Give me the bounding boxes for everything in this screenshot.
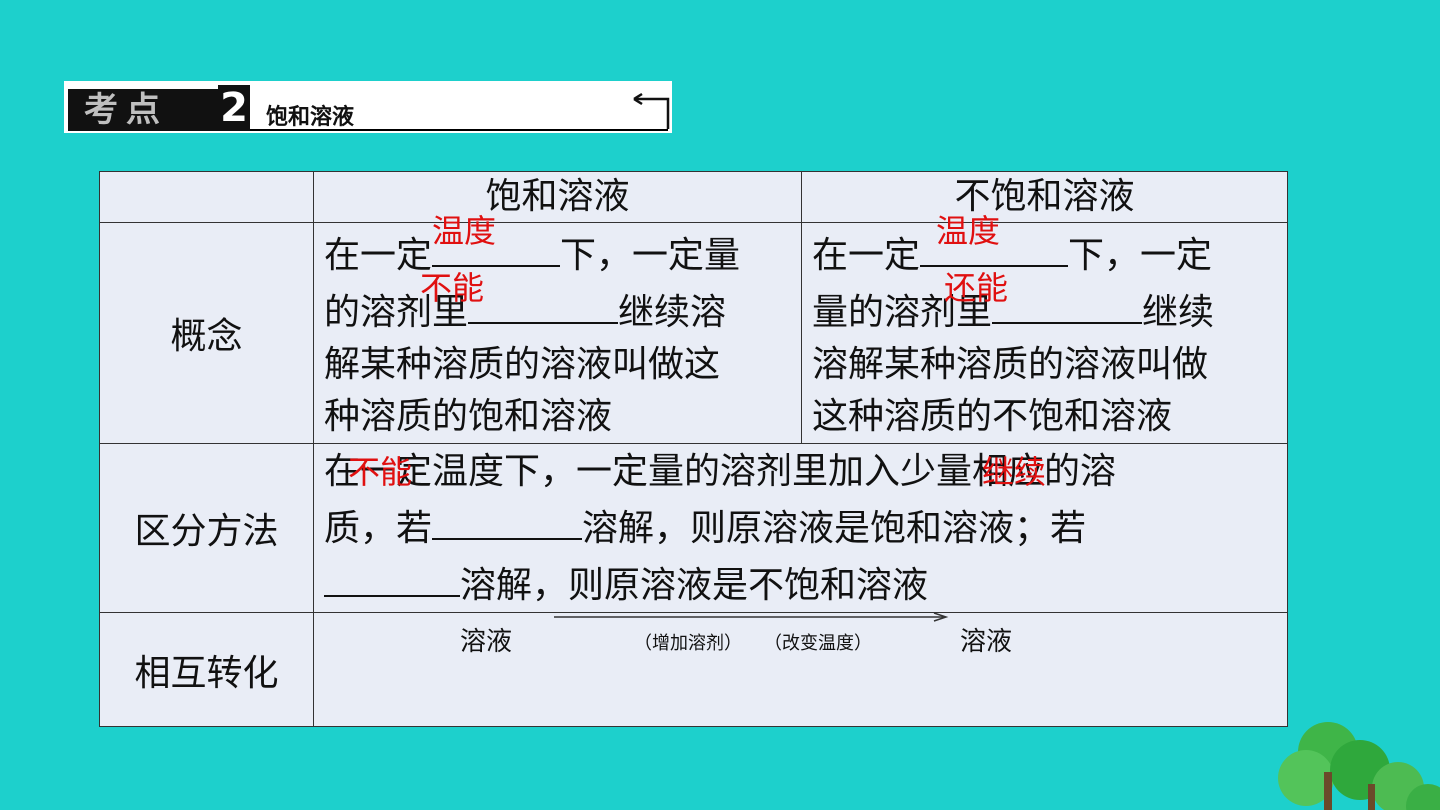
text-segment: 的溶剂里 bbox=[324, 292, 469, 333]
answer-text: 还能 bbox=[944, 269, 1009, 307]
conversion-left-label: 溶液 bbox=[460, 627, 513, 657]
concept-unsaturated-cell: 在一定温度下，一定 量的溶剂里还能继续 溶解某种溶质的溶液叫做 这种溶质的不饱和… bbox=[801, 212, 1288, 444]
answer-blank[interactable]: 温度 bbox=[920, 212, 1069, 267]
row-label-conversion: 相互转化 bbox=[99, 612, 314, 727]
bottom-note-change-temp: （改变温度） bbox=[764, 633, 872, 654]
answer-blank[interactable]: 还能 bbox=[944, 269, 1143, 324]
col-header-unsaturated: 不饱和溶液 bbox=[801, 171, 1288, 223]
concept-saturated-cell: 在一定温度下，一定量 的溶剂里不能继续溶 解某种溶质的溶液叫做这 种溶质的饱和溶… bbox=[313, 212, 802, 444]
text-segment: 解某种溶质的溶液叫做这 bbox=[324, 344, 721, 385]
text-segment: 溶解，则原溶液是饱和溶液；若 bbox=[582, 508, 1087, 549]
text-segment: 量的溶剂里 bbox=[812, 292, 993, 333]
answer-blank[interactable]: 不能 bbox=[420, 269, 619, 324]
conversion-cell: 溶液 溶液 （增加溶剂） （改变温度） bbox=[313, 612, 1288, 727]
conversion-right-label: 溶液 bbox=[960, 627, 1013, 657]
conversion-diagram: 溶液 溶液 （增加溶剂） （改变温度） bbox=[314, 613, 1287, 725]
header-underline bbox=[250, 129, 668, 131]
text-segment: 继续 bbox=[1142, 292, 1215, 333]
answer-text: 继续 bbox=[982, 453, 1047, 491]
text-segment: 在一定 bbox=[812, 235, 921, 276]
topic-badge: 考点 bbox=[68, 89, 218, 131]
text-segment: 溶解，则原溶液是不饱和溶液 bbox=[460, 565, 929, 606]
tree-decoration-icon bbox=[1278, 722, 1440, 810]
answer-blank[interactable]: 温度 bbox=[432, 212, 561, 267]
text-segment: 质，若 bbox=[324, 508, 433, 549]
table-row-conversion: 相互转化 溶液 溶液 （增加溶剂） （改变温度） bbox=[99, 612, 1288, 727]
comparison-table: 饱和溶液 不饱和溶液 概念 在一定温度下，一定量 的溶剂里不能继续溶 解某种溶质… bbox=[99, 171, 1288, 727]
header-empty-cell bbox=[99, 171, 314, 223]
text-segment: 在一定温度下，一定量的溶剂里加入少量相应的溶 bbox=[324, 451, 1117, 492]
answer-blank[interactable] bbox=[324, 555, 460, 597]
topic-title: 饱和溶液 bbox=[266, 105, 355, 130]
text-segment: 下，一定 bbox=[1068, 235, 1213, 276]
row-label-method: 区分方法 bbox=[99, 443, 314, 613]
row-label-concept: 概念 bbox=[99, 222, 314, 444]
topic-header: 考点 2 饱和溶液 bbox=[64, 81, 672, 133]
text-segment: 下，一定量 bbox=[560, 235, 741, 276]
text-segment: 种溶质的饱和溶液 bbox=[324, 396, 613, 437]
answer-text: 不能 bbox=[420, 269, 485, 307]
answer-text: 温度 bbox=[432, 212, 497, 250]
topic-number: 2 bbox=[218, 85, 250, 131]
text-segment: 继续溶 bbox=[618, 292, 727, 333]
conversion-arrow bbox=[554, 613, 949, 622]
table-header-row: 饱和溶液 不饱和溶液 bbox=[99, 171, 1288, 223]
text-segment: 溶解某种溶质的溶液叫做 bbox=[812, 344, 1209, 385]
method-cell: 不能 继续 在一定温度下，一定量的溶剂里加入少量相应的溶 质，若溶解，则原溶液是… bbox=[313, 443, 1288, 613]
answer-text: 不能 bbox=[348, 453, 413, 491]
bottom-note-add-solvent: （增加溶剂） bbox=[634, 633, 742, 654]
answer-blank[interactable] bbox=[432, 498, 583, 540]
text-segment: 在一定 bbox=[324, 235, 433, 276]
return-arrow-icon[interactable] bbox=[630, 91, 670, 131]
table-row-concept: 概念 在一定温度下，一定量 的溶剂里不能继续溶 解某种溶质的溶液叫做这 种溶质的… bbox=[99, 212, 1288, 444]
text-segment: 这种溶质的不饱和溶液 bbox=[812, 396, 1173, 437]
table-row-method: 区分方法 不能 继续 在一定温度下，一定量的溶剂里加入少量相应的溶 质，若溶解，… bbox=[99, 443, 1288, 613]
col-header-saturated: 饱和溶液 bbox=[313, 171, 802, 223]
answer-text: 温度 bbox=[936, 212, 1001, 250]
